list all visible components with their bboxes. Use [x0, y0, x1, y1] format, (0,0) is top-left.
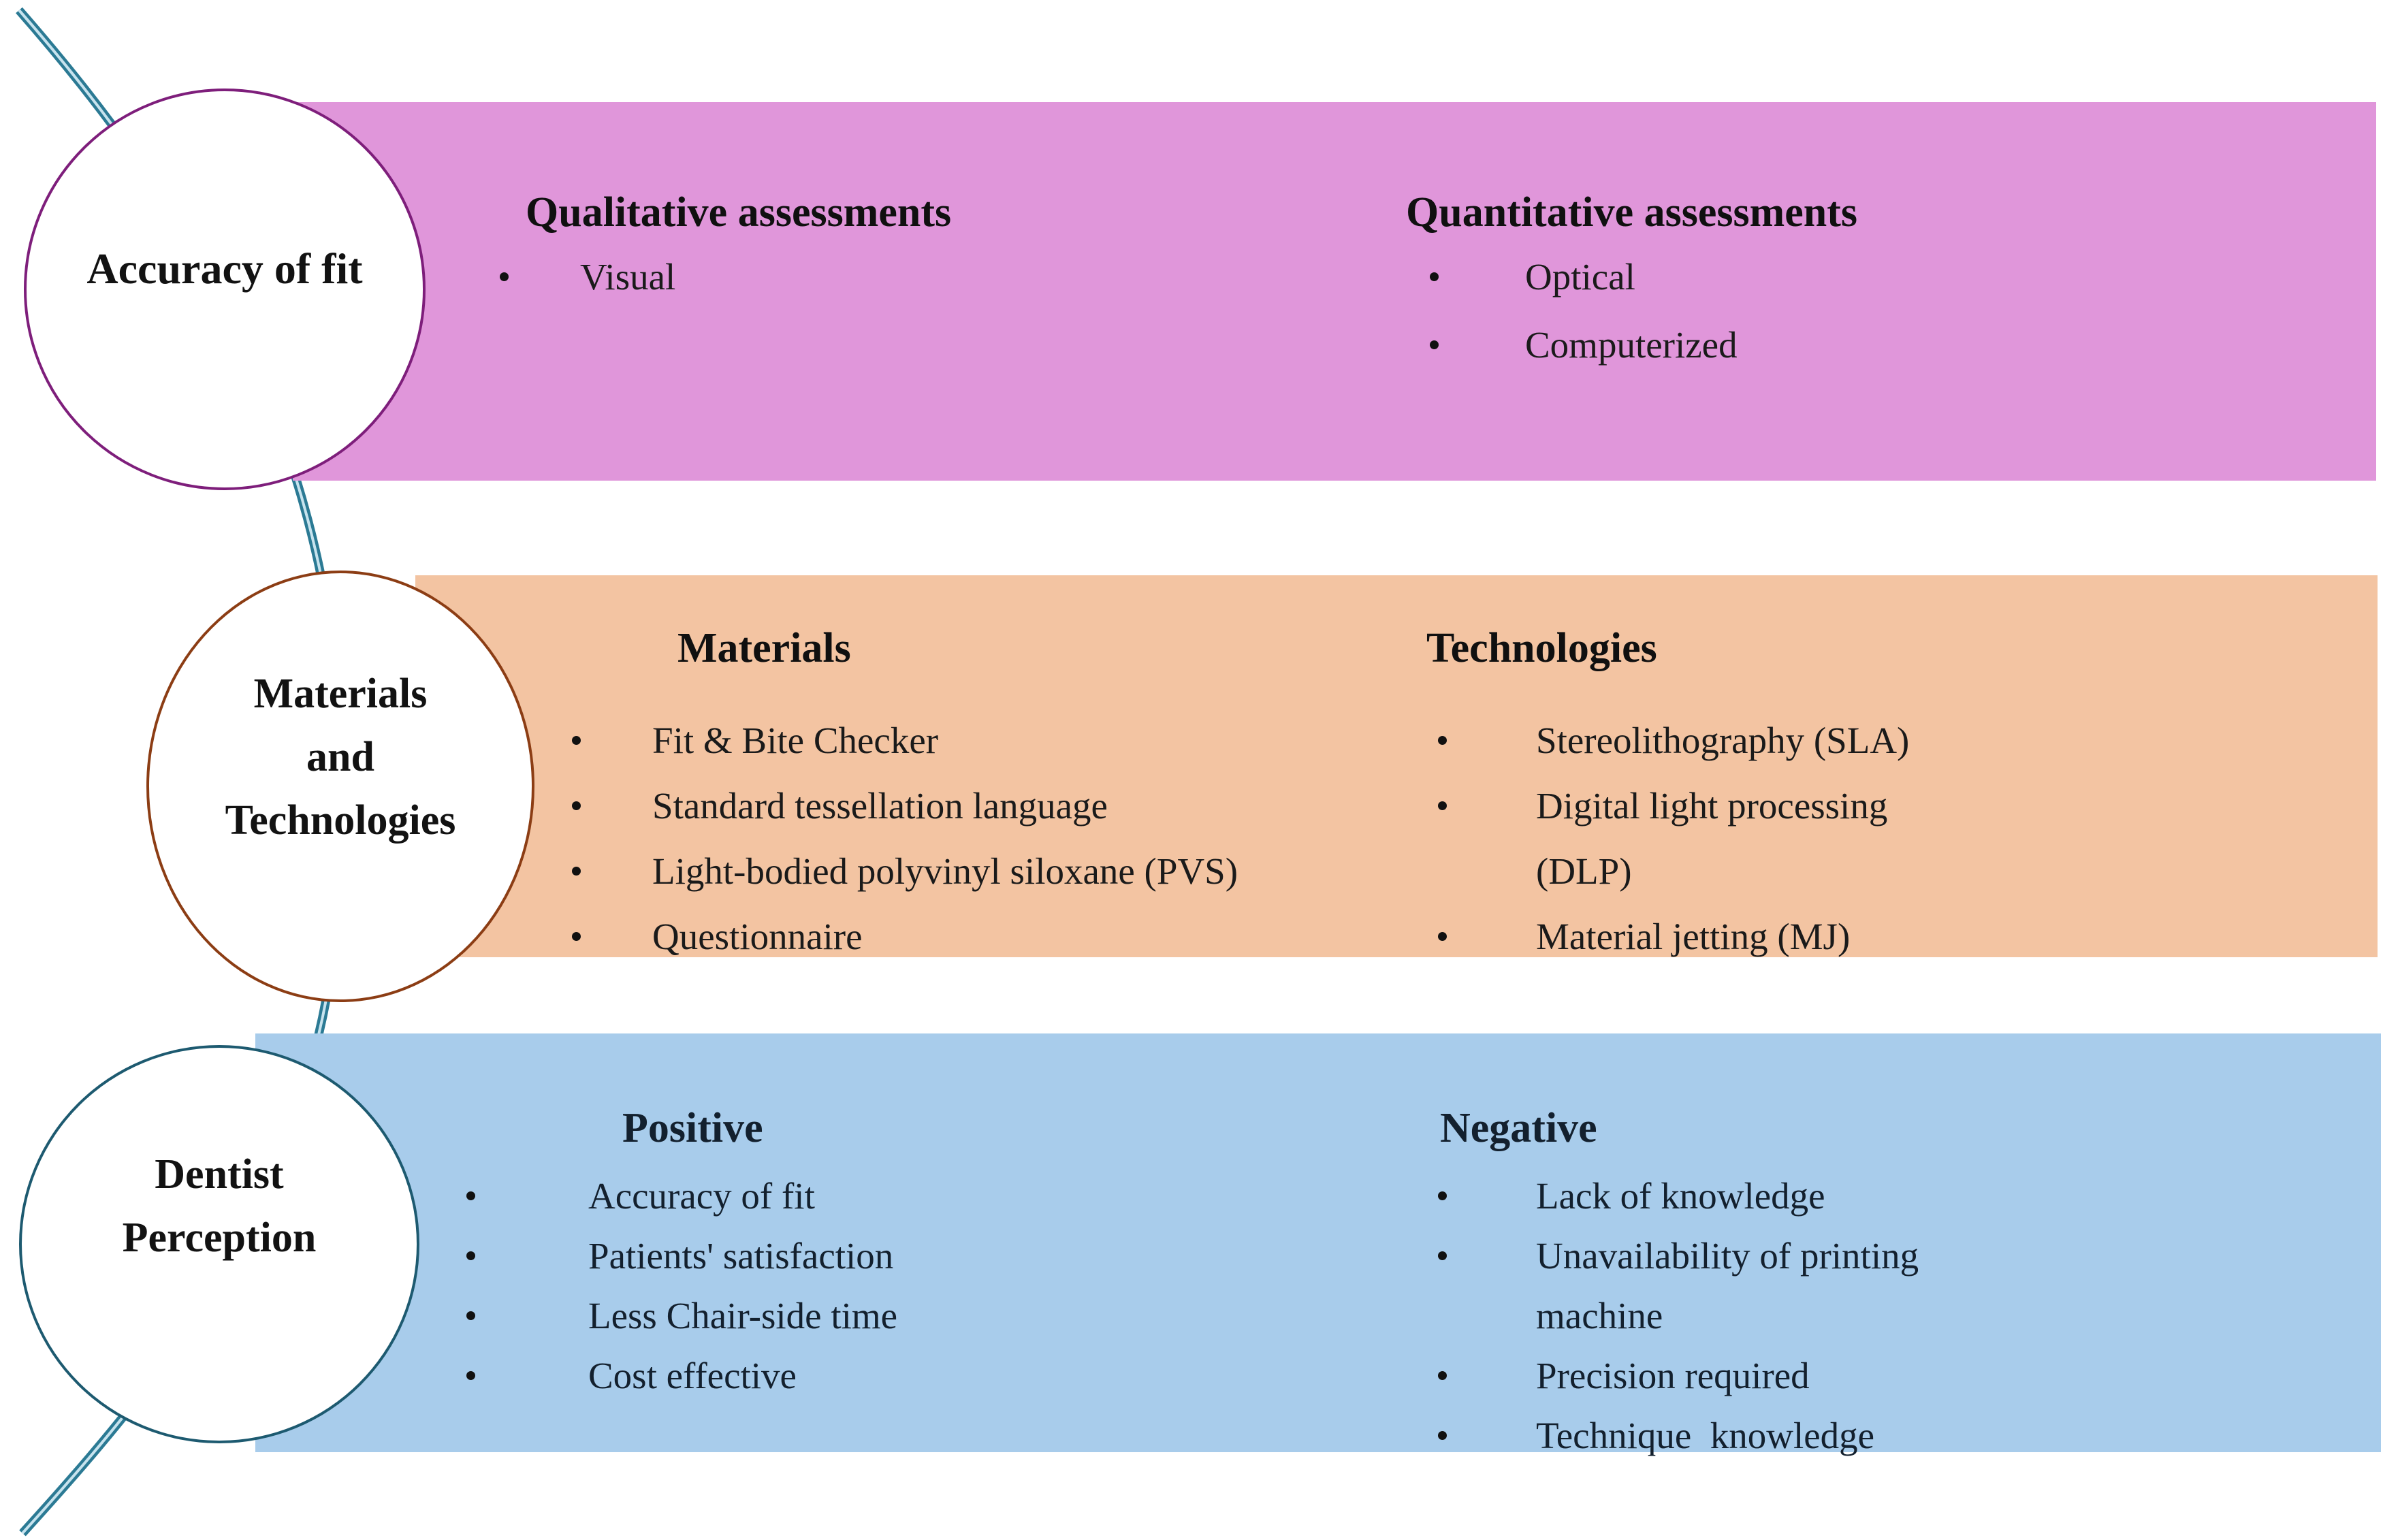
- list-item-label: Visual: [580, 256, 676, 298]
- header-negative: Negative: [1440, 1105, 1597, 1151]
- list-item-label: Patients' satisfaction: [588, 1235, 894, 1277]
- bullet-icon: [1438, 1251, 1447, 1260]
- list-item-label: Questionnaire: [652, 916, 863, 957]
- circle-materials-and-technologies-label: Materials and Technologies: [225, 662, 456, 852]
- header-positive: Positive: [622, 1105, 763, 1151]
- list-item: Less Chair-side time: [466, 1297, 897, 1357]
- bullet-icon: [466, 1251, 475, 1260]
- band-dentist-perception: [255, 1033, 2381, 1452]
- list-item: Optical: [1430, 258, 1738, 326]
- list-item-label: Unavailability of printing: [1536, 1235, 1919, 1277]
- bullet-icon: [466, 1311, 475, 1320]
- circle-accuracy-of-fit-label: Accuracy of fit: [86, 244, 363, 293]
- list-item-label: Optical: [1525, 256, 1635, 298]
- list-item-label: Lack of knowledge: [1536, 1175, 1825, 1217]
- list-item-continuation: (DLP): [1438, 852, 1909, 918]
- list-item: Computerized: [1430, 326, 1738, 394]
- circle-label-line: Perception: [122, 1214, 317, 1261]
- list-item: Patients' satisfaction: [466, 1237, 897, 1297]
- bullet-icon: [466, 1371, 475, 1380]
- bullet-icon: [572, 801, 581, 810]
- circle-materials-and-technologies: Materials and Technologies: [146, 571, 534, 1002]
- bullet-icon: [1438, 932, 1447, 941]
- list-item: Questionnaire: [572, 918, 1238, 983]
- list-item: Precision required: [1438, 1357, 1919, 1417]
- band-materials-and-technologies: [415, 575, 2378, 957]
- list-item: Stereolithography (SLA): [1438, 722, 1909, 787]
- list-item-label: Standard tessellation language: [652, 785, 1108, 827]
- bullet-icon: [500, 272, 509, 281]
- circle-label-line: Materials: [253, 670, 428, 717]
- circle-label-line: Technologies: [225, 797, 456, 844]
- header-quantitative-assessments: Quantitative assessments: [1406, 189, 1858, 236]
- list-technologies: Stereolithography (SLA) Digital light pr…: [1438, 722, 1909, 983]
- list-materials: Fit & Bite Checker Standard tessellation…: [572, 722, 1238, 983]
- circle-accuracy-of-fit: Accuracy of fit: [24, 89, 426, 490]
- list-positive: Accuracy of fit Patients' satisfaction L…: [466, 1177, 897, 1417]
- list-item-label: Computerized: [1525, 324, 1738, 366]
- list-negative: Lack of knowledge Unavailability of prin…: [1438, 1177, 1919, 1477]
- list-item: Accuracy of fit: [466, 1177, 897, 1237]
- list-item: Fit & Bite Checker: [572, 722, 1238, 787]
- bullet-icon: [1438, 736, 1447, 745]
- bullet-icon: [466, 1191, 475, 1200]
- list-item-label: Accuracy of fit: [588, 1175, 815, 1217]
- header-technologies: Technologies: [1426, 625, 1657, 671]
- list-item-label: Material jetting (MJ): [1536, 916, 1851, 957]
- list-item: Cost effective: [466, 1357, 897, 1417]
- circle-dentist-perception-label: Dentist Perception: [123, 1143, 317, 1270]
- list-item: Lack of knowledge: [1438, 1177, 1919, 1237]
- header-materials: Materials: [677, 625, 851, 671]
- list-item: Digital light processing: [1438, 787, 1909, 852]
- bullet-icon: [1438, 801, 1447, 810]
- list-item: Visual: [500, 258, 675, 326]
- bullet-icon: [1430, 340, 1439, 349]
- list-item-label: (DLP): [1536, 850, 1632, 892]
- header-qualitative-assessments: Qualitative assessments: [526, 189, 952, 236]
- list-item-label: machine: [1536, 1295, 1663, 1336]
- list-item-label: Digital light processing: [1536, 785, 1888, 827]
- bullet-icon: [1438, 1371, 1447, 1380]
- list-item-continuation: machine: [1438, 1297, 1919, 1357]
- list-item: Unavailability of printing: [1438, 1237, 1919, 1297]
- circle-label-line: Dentist: [155, 1151, 284, 1198]
- list-item-label: Less Chair-side time: [588, 1295, 898, 1336]
- list-item-label: Light-bodied polyvinyl siloxane (PVS): [652, 850, 1238, 892]
- circle-dentist-perception: Dentist Perception: [19, 1045, 419, 1443]
- list-item-label: Stereolithography (SLA): [1536, 720, 1910, 761]
- band-accuracy-of-fit: [293, 102, 2376, 481]
- bullet-icon: [572, 932, 581, 941]
- bullet-icon: [572, 736, 581, 745]
- list-quantitative: Optical Computerized: [1430, 258, 1738, 394]
- list-item-label: Precision required: [1536, 1355, 1810, 1396]
- list-item-label: Technique knowledge: [1536, 1415, 1875, 1456]
- list-qualitative: Visual: [500, 258, 675, 326]
- bullet-icon: [572, 867, 581, 876]
- circle-label-line: and: [306, 733, 374, 780]
- list-item: Material jetting (MJ): [1438, 918, 1909, 983]
- list-item-label: Cost effective: [588, 1355, 797, 1396]
- list-item: Light-bodied polyvinyl siloxane (PVS): [572, 852, 1238, 918]
- bullet-icon: [1438, 1191, 1447, 1200]
- list-item-label: Fit & Bite Checker: [652, 720, 939, 761]
- list-item: Standard tessellation language: [572, 787, 1238, 852]
- list-item: Technique knowledge: [1438, 1417, 1919, 1477]
- bullet-icon: [1438, 1431, 1447, 1440]
- bullet-icon: [1430, 272, 1439, 281]
